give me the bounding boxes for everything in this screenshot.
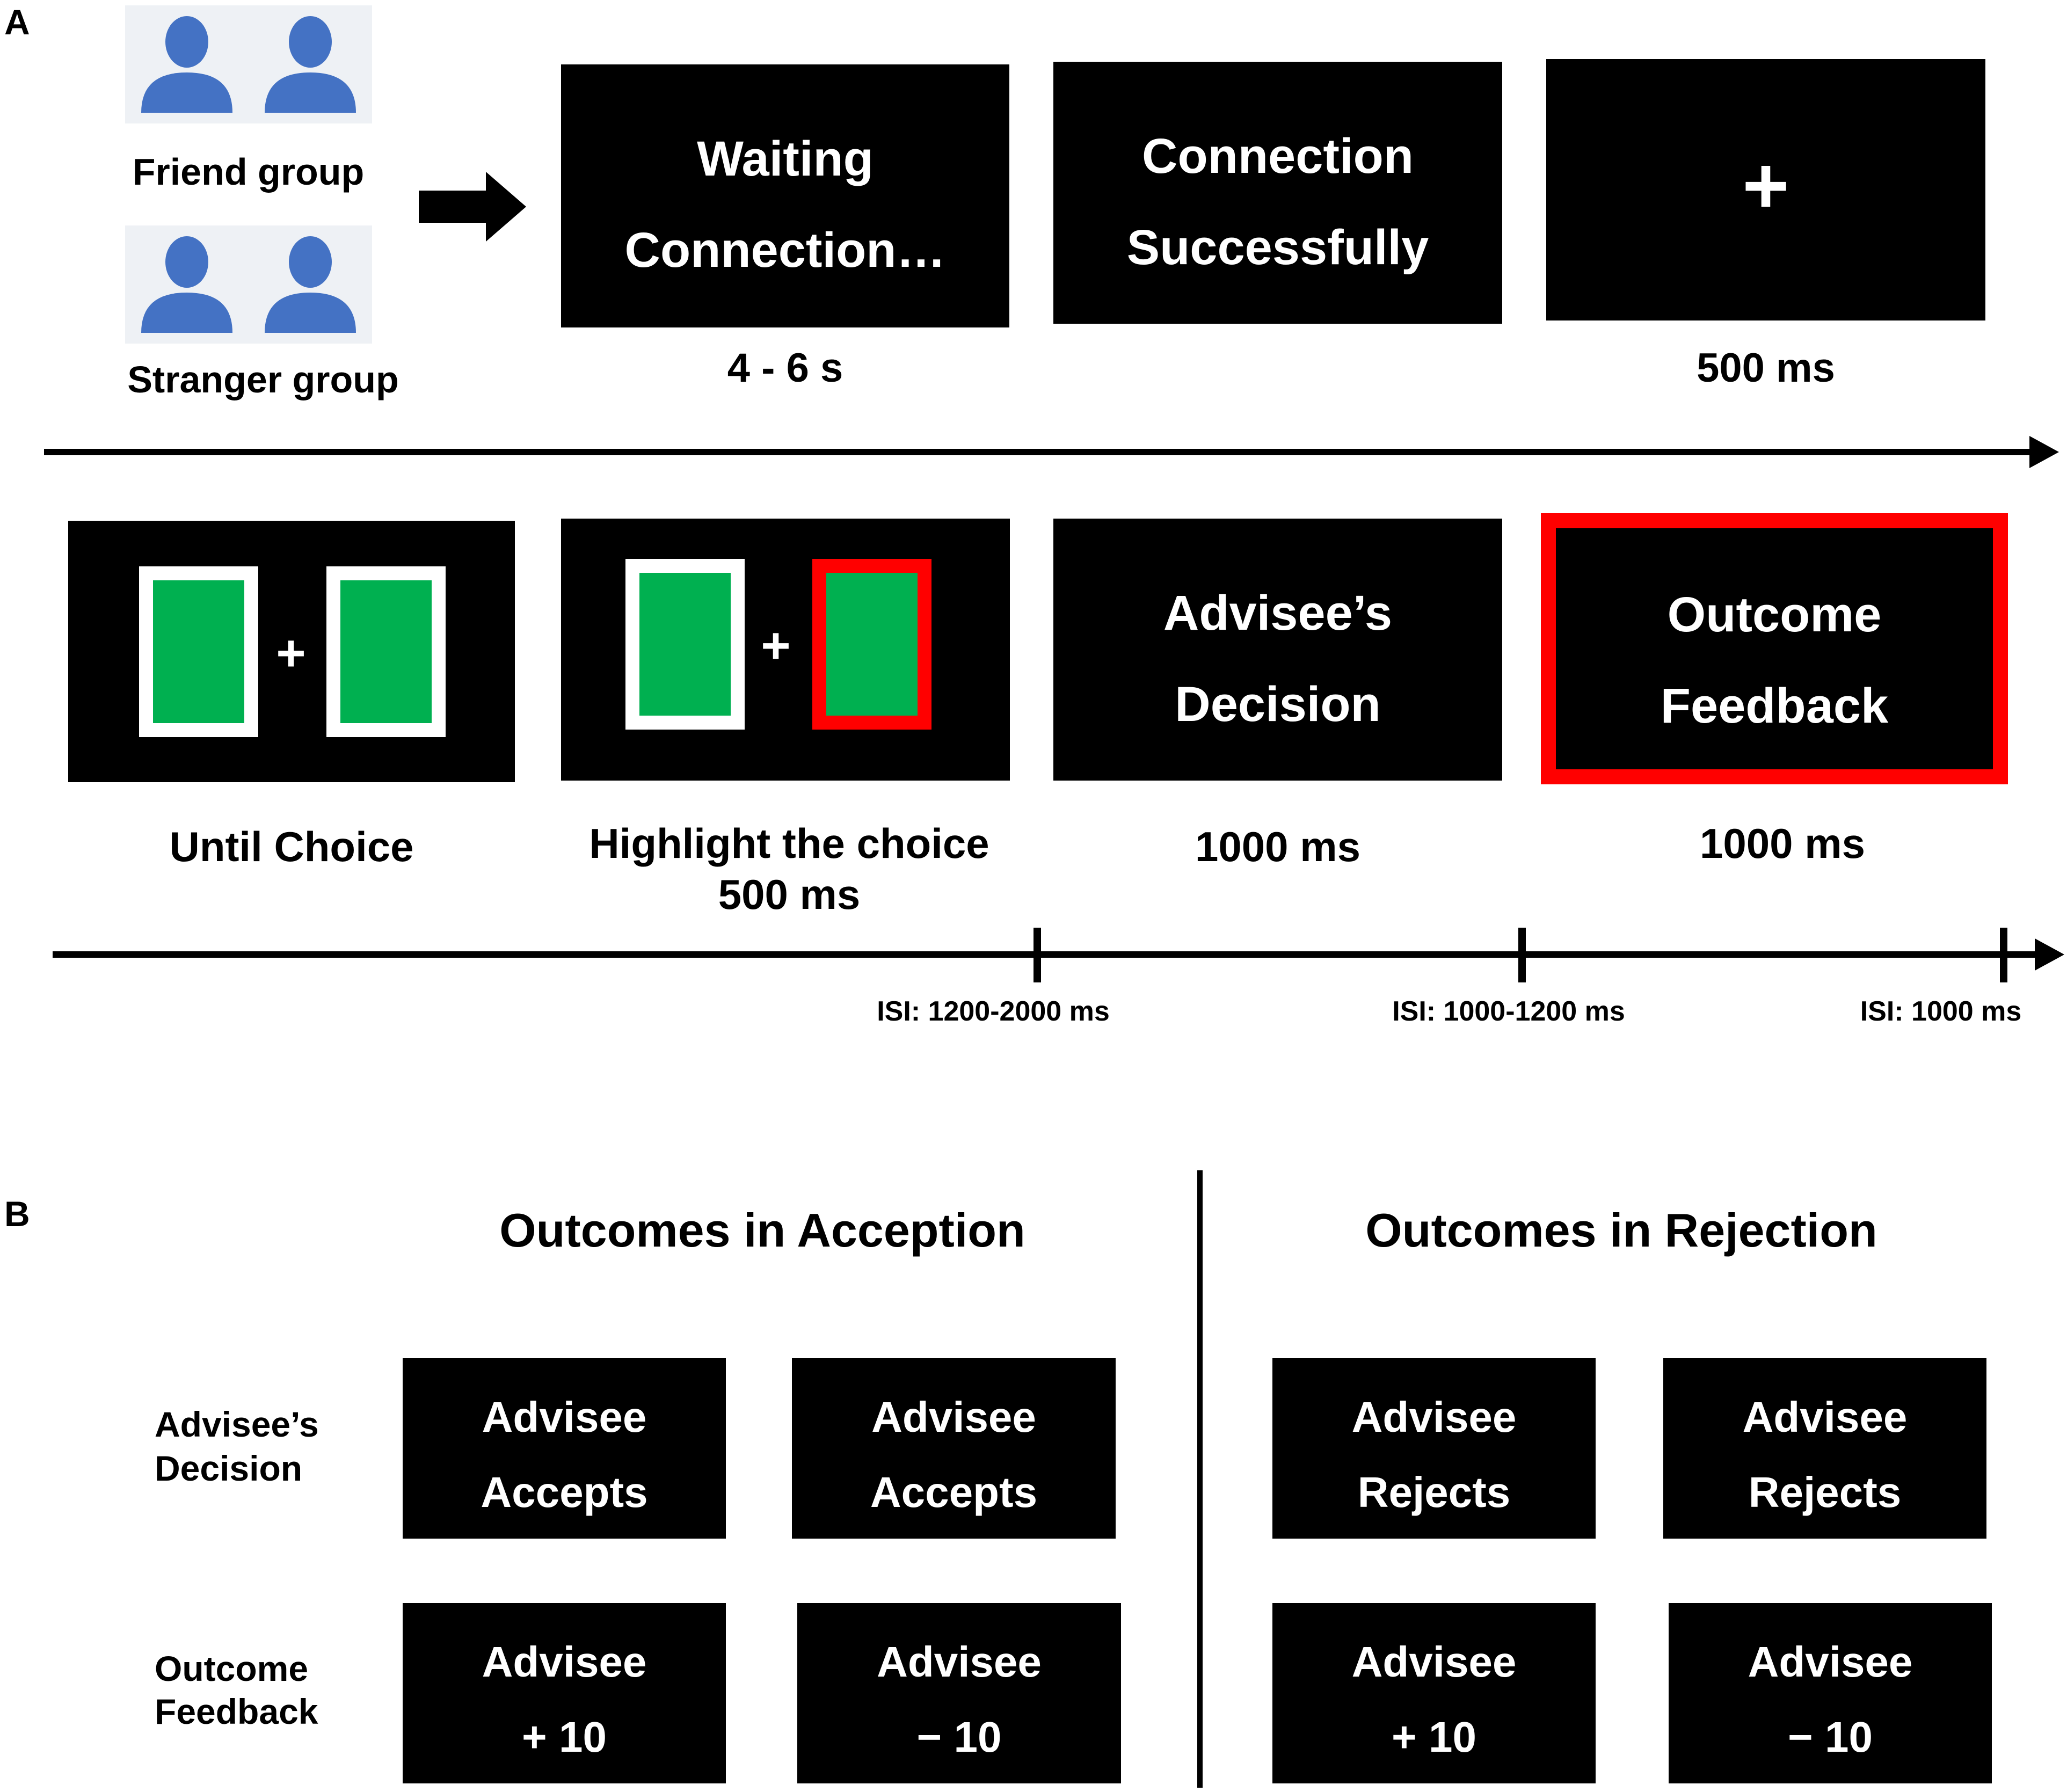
highlight-choice-label: Highlight the choice bbox=[589, 820, 989, 867]
decision-screen-accepts: Advisee Accepts bbox=[792, 1358, 1116, 1539]
panel-a-label: A bbox=[4, 2, 30, 42]
decision-screen-rejects: Advisee Rejects bbox=[1663, 1358, 1986, 1539]
screen-text-line: Advisee bbox=[871, 1393, 1036, 1441]
friend-group-icon bbox=[125, 5, 372, 123]
screen-text-line: Advisee bbox=[1748, 1638, 1913, 1686]
decision-duration-label: 1000 ms bbox=[1195, 823, 1360, 870]
screen-text-line: Rejects bbox=[1748, 1468, 1902, 1516]
screen-text-line: Advisee bbox=[1351, 1393, 1517, 1441]
row-label-decision-line1: Advisee’s bbox=[155, 1404, 319, 1444]
top-timeline-arrowhead bbox=[2029, 436, 2059, 468]
screen-outcome-feedback: Outcome Feedback bbox=[1541, 513, 2008, 784]
card-right bbox=[326, 566, 446, 737]
bottom-timeline-arrowhead bbox=[2035, 938, 2064, 971]
panel-b-label: B bbox=[4, 1194, 30, 1234]
screen-choice: + bbox=[68, 521, 515, 782]
screen-fixation: + bbox=[1546, 59, 1985, 320]
feedback-duration-label: 1000 ms bbox=[1700, 820, 1865, 867]
card-left bbox=[625, 559, 745, 730]
fixation-cross: + bbox=[276, 625, 306, 682]
friend-group-label: Friend group bbox=[132, 151, 365, 193]
fixation-cross: + bbox=[761, 617, 791, 674]
screen-text-line: Connection bbox=[1142, 129, 1414, 184]
decision-screen-rejects: Advisee Rejects bbox=[1272, 1358, 1596, 1539]
screen-text-line: Feedback bbox=[1660, 679, 1889, 733]
stranger-group-icon bbox=[125, 225, 372, 344]
screen-text-line: − 10 bbox=[916, 1713, 1002, 1761]
card-left bbox=[139, 566, 258, 737]
until-choice-label: Until Choice bbox=[169, 823, 414, 870]
screen-text-line: Accepts bbox=[870, 1468, 1038, 1516]
screen-text-line: Accepts bbox=[481, 1468, 648, 1516]
rejection-header: Outcomes in Rejection bbox=[1365, 1204, 1877, 1257]
screen-text-line: − 10 bbox=[1788, 1713, 1873, 1761]
screen-text-line: Waiting bbox=[697, 132, 874, 186]
row-label-feedback-line1: Outcome bbox=[155, 1649, 309, 1688]
screen-text-line: Advisee bbox=[482, 1638, 647, 1686]
feedback-screen-gain: Advisee + 10 bbox=[403, 1603, 726, 1783]
stranger-group-label: Stranger group bbox=[127, 359, 399, 400]
screen-text-line: Outcome bbox=[1667, 587, 1882, 642]
row-label-decision-line2: Decision bbox=[155, 1448, 303, 1488]
screen-text-line: + 10 bbox=[1392, 1713, 1476, 1761]
waiting-duration-label: 4 - 6 s bbox=[727, 345, 843, 391]
feedback-screen-gain: Advisee + 10 bbox=[1272, 1603, 1596, 1783]
acception-header: Outcomes in Acception bbox=[499, 1204, 1025, 1257]
screen-text-line: Decision bbox=[1175, 677, 1381, 732]
fixation-cross: + bbox=[1742, 140, 1789, 230]
row-label-feedback-line2: Feedback bbox=[155, 1692, 318, 1731]
screen-text-line: Advisee bbox=[877, 1638, 1042, 1686]
feedback-screen-loss: Advisee − 10 bbox=[1669, 1603, 1992, 1783]
screen-text-line: Advisee’s bbox=[1163, 586, 1393, 640]
feedback-screen-loss: Advisee − 10 bbox=[797, 1603, 1121, 1783]
isi-label-3: ISI: 1000 ms bbox=[1860, 996, 2022, 1027]
decision-screen-accepts: Advisee Accepts bbox=[403, 1358, 726, 1539]
card-highlighted bbox=[812, 559, 931, 730]
fixation-duration-label: 500 ms bbox=[1697, 345, 1835, 391]
screen-text-line: + 10 bbox=[522, 1713, 607, 1761]
screen-text-line: Connection… bbox=[624, 223, 946, 278]
isi-label-2: ISI: 1000-1200 ms bbox=[1392, 996, 1625, 1027]
screen-text-line: Rejects bbox=[1357, 1468, 1511, 1516]
screen-text-line: Successfully bbox=[1126, 220, 1429, 275]
screen-highlight-choice: + bbox=[561, 519, 1010, 781]
screen-advisee-decision: Advisee’s Decision bbox=[1053, 519, 1502, 781]
group-to-screen-arrow bbox=[419, 172, 526, 242]
screen-text-line: Advisee bbox=[482, 1393, 647, 1441]
screen-waiting-connection: Waiting Connection… bbox=[561, 64, 1009, 327]
highlight-duration-label: 500 ms bbox=[718, 871, 861, 918]
screen-text-line: Advisee bbox=[1742, 1393, 1908, 1441]
isi-label-1: ISI: 1200-2000 ms bbox=[877, 996, 1110, 1027]
screen-connection-successfully: Connection Successfully bbox=[1053, 62, 1502, 324]
screen-text-line: Advisee bbox=[1351, 1638, 1517, 1686]
